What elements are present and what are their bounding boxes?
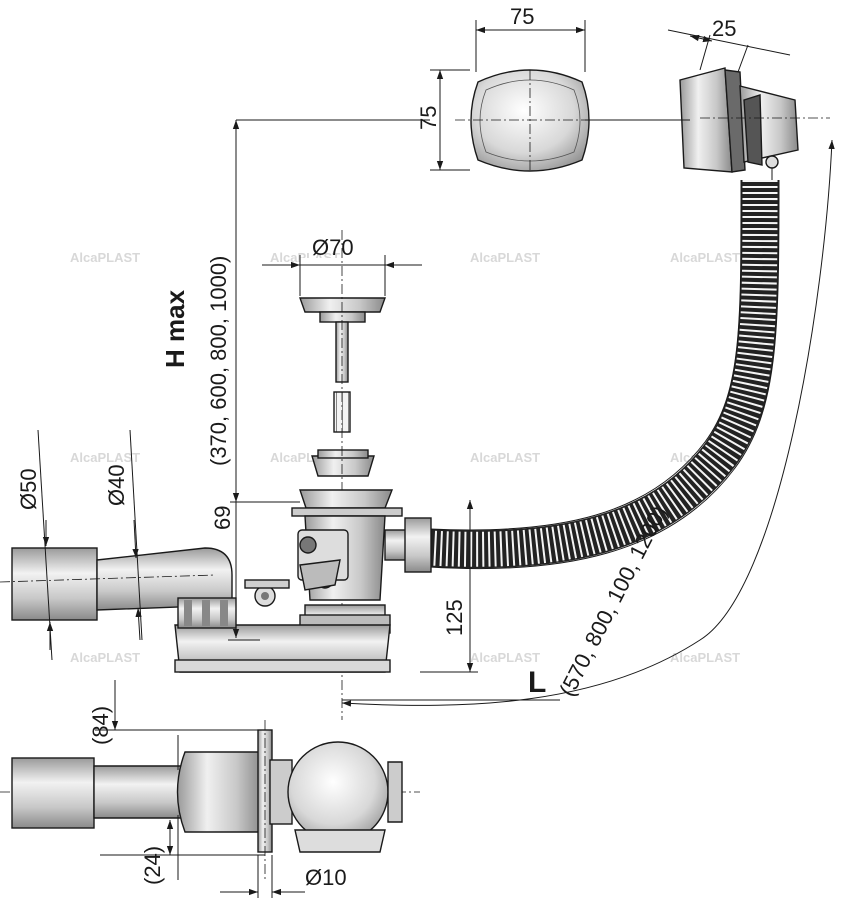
cap-width-label: 75 [510,4,534,29]
h-max-label: H max [160,289,190,368]
outlet-d40-dimension: Ø40 [104,429,143,641]
bottom-offset-dimension: (24) [100,815,265,885]
rod-diameter-dimension: Ø10 [220,855,347,898]
cap-width-dimension: 75 [475,4,586,72]
watermark-1: AlcaPLAST [70,250,140,265]
bottom-offset-label: (24) [140,846,165,885]
trap-depth-label: 69 [210,506,235,530]
watermark-11: AlcaPLAST [470,650,540,665]
top-offset-label: (84) [88,706,113,745]
trap-depth-dimension: 69 [210,502,260,641]
overflow-depth-dimension: 25 [667,16,791,73]
rod-diameter-label: Ø10 [305,865,347,890]
length-label: L [528,666,546,699]
watermark-5: AlcaPLAST [70,450,140,465]
watermark-9: AlcaPLAST [70,650,140,665]
flexible-hose [428,179,780,570]
h-max-values: (370, 600, 800, 1000) [206,256,231,466]
outlet-elbow [0,547,290,629]
outlet-d50-dimension: Ø50 [16,429,54,661]
watermark-4: AlcaPLAST [670,250,740,265]
outlet-d50-label: Ø50 [16,468,41,510]
outlet-d40-label: Ø40 [104,464,129,506]
plug-diameter-label: Ø70 [312,235,354,260]
watermark-3: AlcaPLAST [470,250,540,265]
waste-height-label: 125 [442,599,467,636]
h-max-dimension: H max (370, 600, 800, 1000) [160,119,430,503]
top-offset-dimension: (84) [88,680,265,770]
plan-view [0,720,420,880]
cap-height-label: 75 [416,106,441,130]
overflow-side-view [585,67,830,185]
overflow-depth-label: 25 [712,16,736,41]
overflow-cap-front [455,69,600,172]
watermark-7: AlcaPLAST [470,450,540,465]
